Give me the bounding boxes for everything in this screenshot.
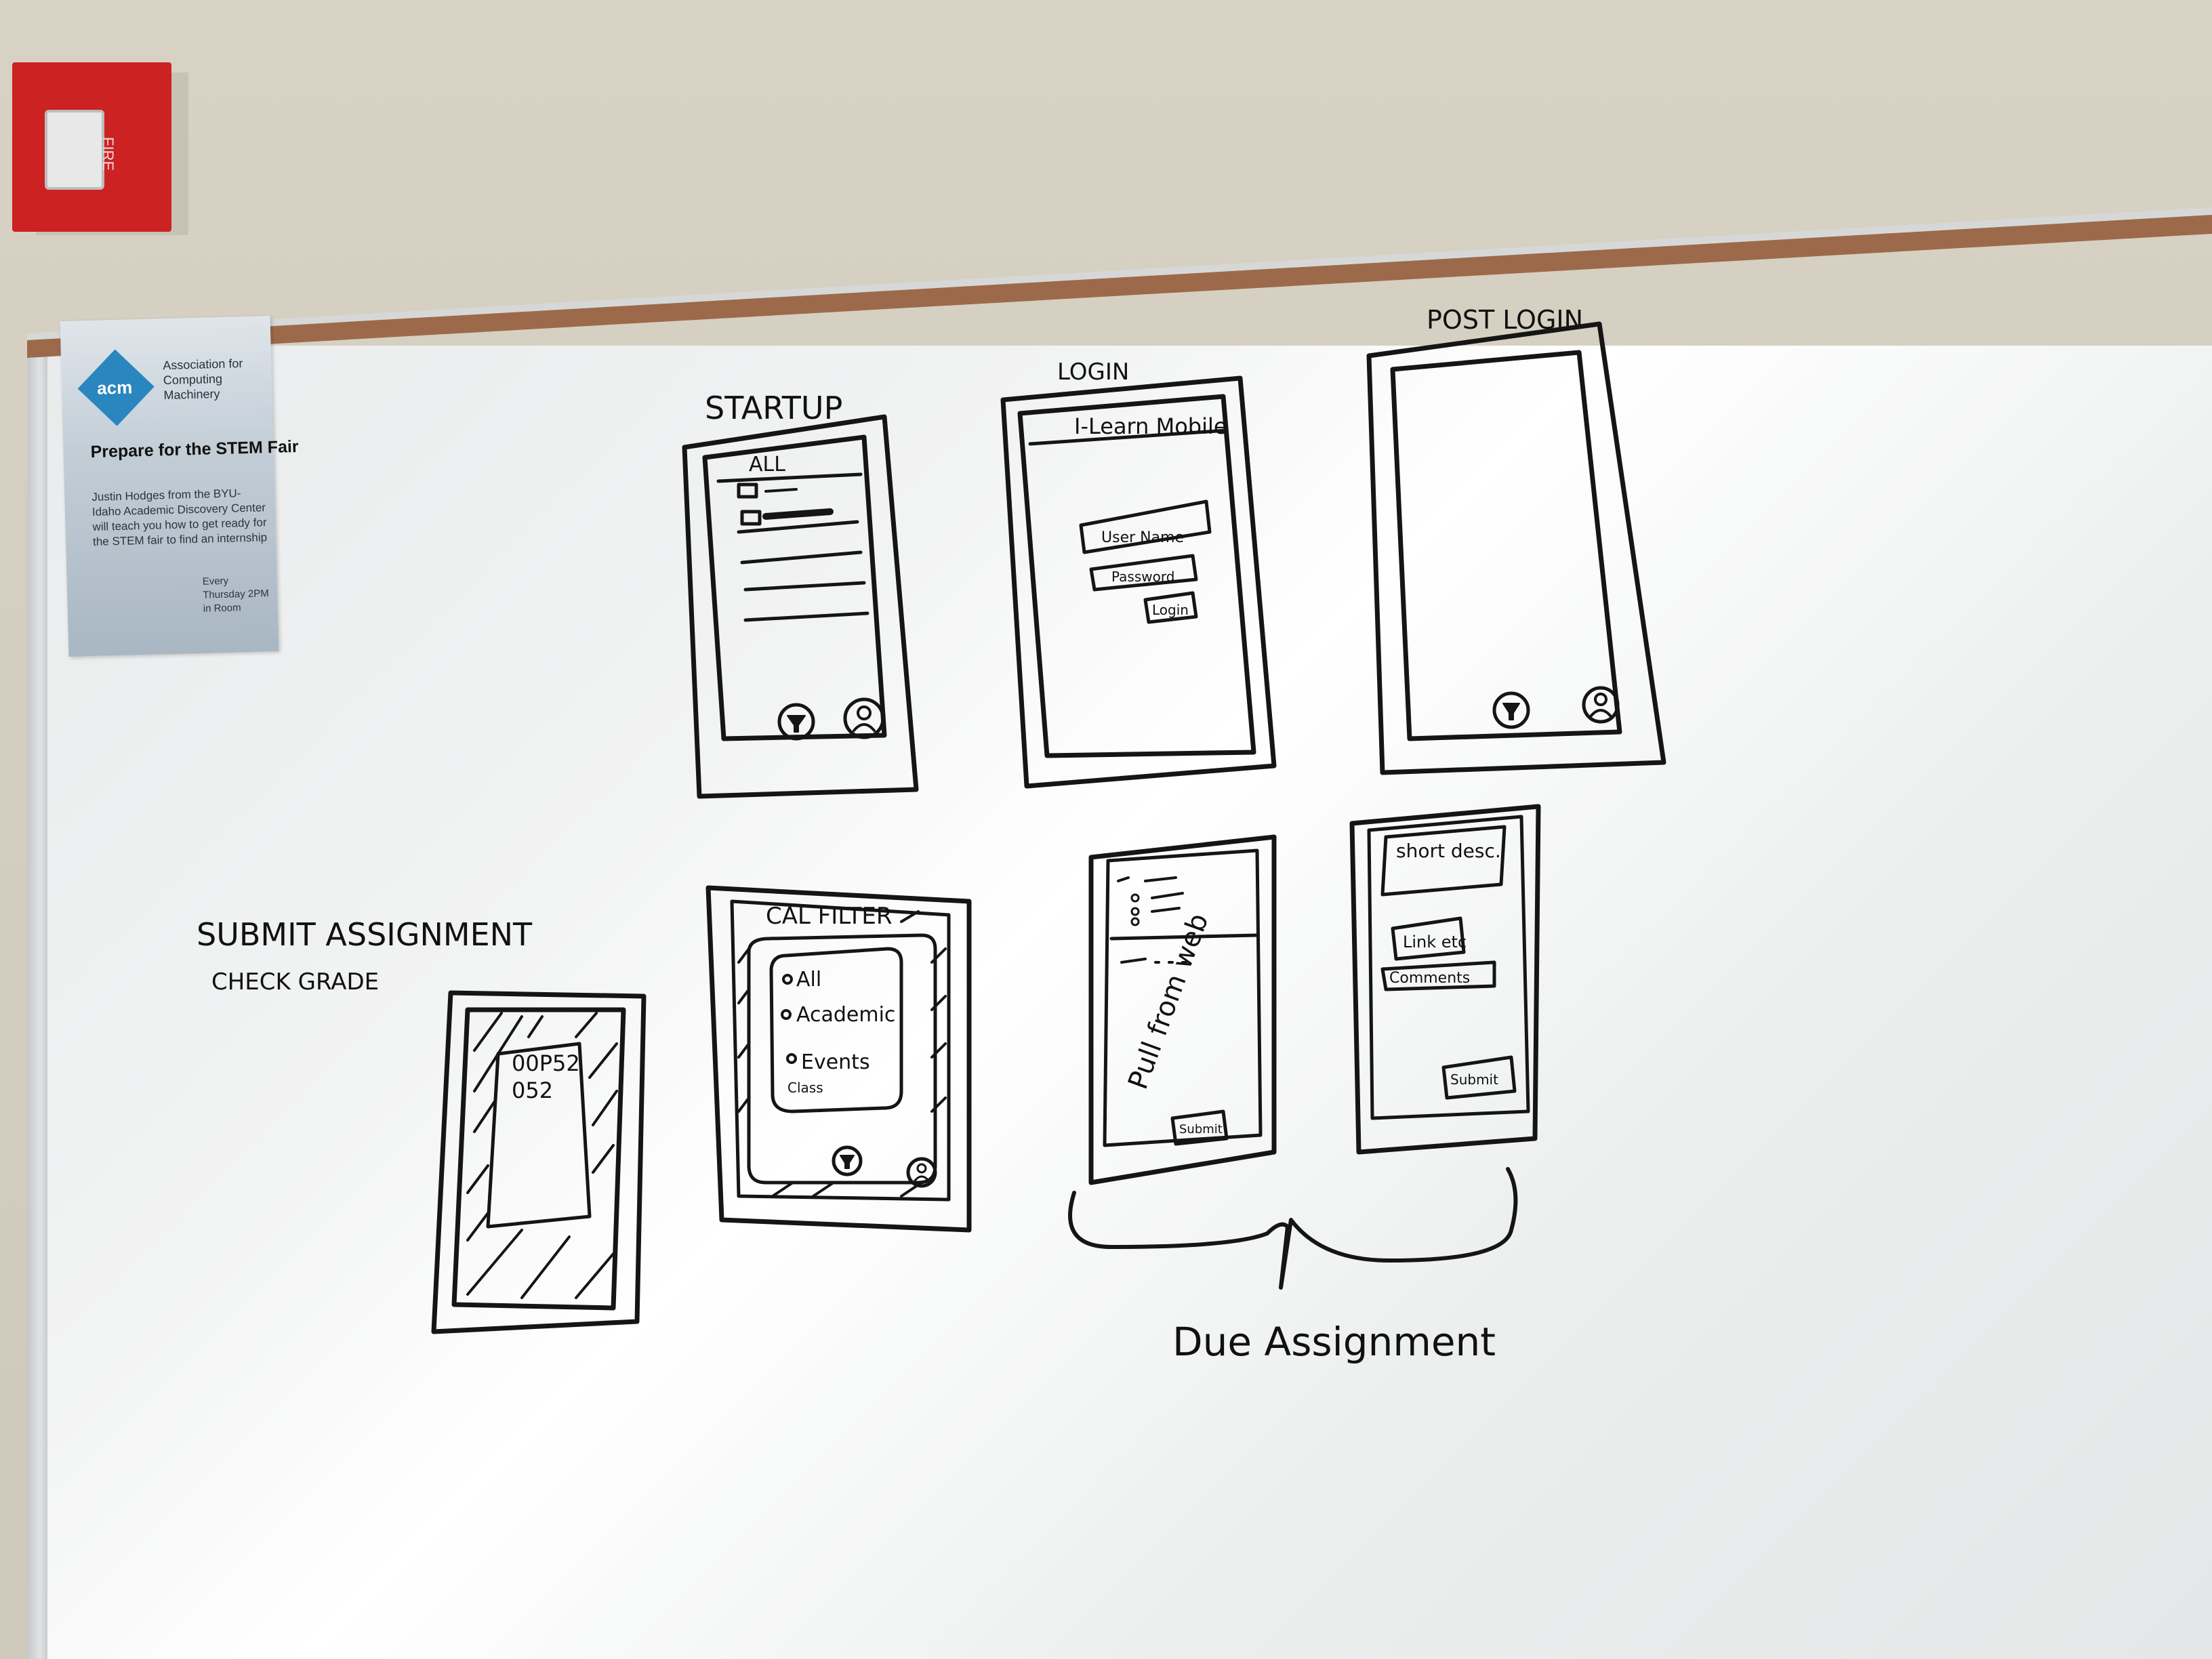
login-app-name: I-Learn Mobile — [1074, 413, 1227, 439]
submit-button-label: Submit — [1450, 1071, 1498, 1088]
login-sketch: LOGIN I-Learn Mobile User Name Password … — [1000, 359, 1277, 789]
submit-title: SUBMIT ASSIGNMENT — [197, 916, 533, 953]
fire-alarm: FIRE — [12, 62, 171, 232]
filter-icon — [1492, 691, 1530, 729]
submit-button-label: Submit — [1179, 1122, 1223, 1136]
username-field — [1079, 499, 1212, 554]
short-desc-text: short desc. — [1396, 840, 1501, 862]
strobe-lens — [45, 110, 104, 190]
cal-option-events: Events — [801, 1050, 870, 1074]
submit-subtitle: CHECK GRADE — [211, 968, 379, 996]
login-title: LOGIN — [1057, 359, 1129, 386]
cal-filter-sketch: CAL FILTER All Academic Events Class — [705, 885, 972, 1233]
filter-icon — [832, 1145, 863, 1176]
assignment-detail-sketch: short desc. Link etc Comments Submit — [1349, 804, 1541, 1155]
submit-assignment-sketch: SUBMIT ASSIGNMENT CHECK GRADE 00P52 052 — [197, 916, 647, 1334]
assignment-list-sketch: Pull from web Submit — [1088, 834, 1277, 1185]
login-button-label: Login — [1152, 602, 1189, 618]
login-button — [1143, 591, 1198, 624]
profile-icon — [1582, 686, 1620, 724]
filter-icon — [777, 703, 815, 741]
password-label: Password — [1111, 569, 1174, 585]
startup-title: STARTUP — [705, 390, 842, 426]
link-etc-text: Link etc — [1403, 933, 1467, 951]
profile-icon — [906, 1157, 937, 1188]
due-assignment-label: Due Assignment — [1172, 1319, 1496, 1365]
cal-filter-title: CAL FILTER — [766, 903, 892, 930]
comments-field — [1380, 960, 1496, 991]
submit-line-2: 052 — [512, 1078, 553, 1103]
submit-button — [1441, 1055, 1517, 1100]
cal-option-all: All — [796, 968, 821, 991]
submit-line-1: 00P52 — [512, 1050, 580, 1076]
username-label: User Name — [1101, 529, 1184, 546]
cal-option-class: Class — [787, 1080, 823, 1096]
submit-button — [1170, 1109, 1229, 1146]
alarm-label: FIRE — [100, 137, 117, 171]
post-login-sketch: POST LOGIN — [1366, 305, 1666, 775]
due-assignment-brace: Due Assignment — [1068, 1167, 1518, 1365]
startup-tab-label: ALL — [749, 453, 785, 476]
password-field — [1089, 554, 1198, 592]
comments-label: Comments — [1389, 970, 1470, 987]
startup-sketch: STARTUP ALL — [682, 390, 919, 799]
profile-icon — [843, 697, 885, 739]
cal-option-academic: Academic — [796, 1003, 895, 1027]
